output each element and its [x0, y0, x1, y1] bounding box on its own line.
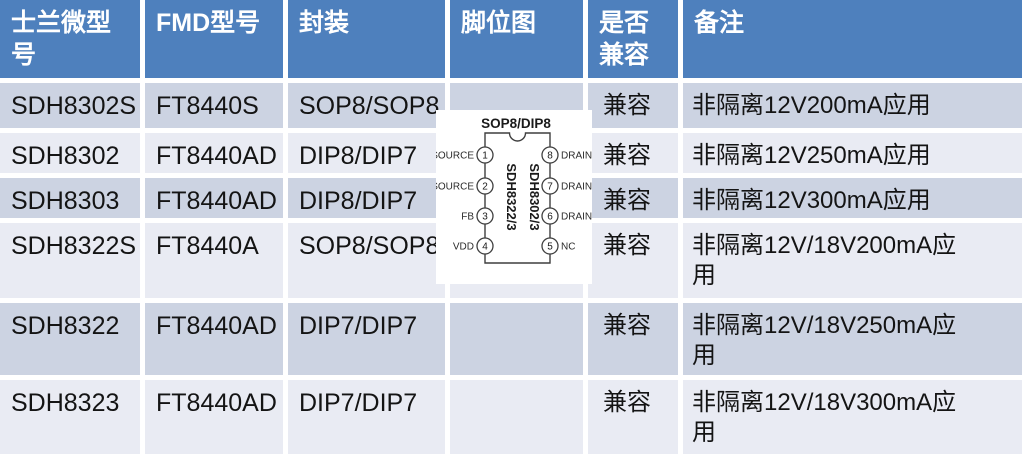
pin-number: 7	[547, 182, 553, 193]
pin-circle-3	[476, 207, 494, 225]
right-pins	[541, 146, 559, 255]
right-pin-numbers: 8 7 6 5	[547, 151, 553, 253]
pin-label: SOURCE	[436, 151, 474, 162]
cell-fmd-model: FT8440AD	[145, 380, 283, 454]
col-header-fmd-model: FMD型号	[145, 0, 283, 78]
cell-package: DIP8/DIP7	[288, 178, 445, 218]
cell-package: DIP8/DIP7	[288, 133, 445, 173]
cell-remark: 非隔离12V/18V250mA应 用	[683, 303, 1022, 375]
left-pin-labels: SOURCE SOURCE FB VDD	[436, 151, 474, 253]
col-header-package: 封装	[288, 0, 445, 78]
cell-fmd-model: FT8440A	[145, 223, 283, 298]
cell-silan-model: SDH8322	[0, 303, 140, 375]
cell-compatible: 兼容	[588, 380, 678, 454]
pin-circle-8	[541, 146, 559, 164]
cell-fmd-model: FT8440S	[145, 83, 283, 128]
left-pins	[476, 146, 494, 255]
cell-package: SOP8/SOP8	[288, 223, 445, 298]
cell-silan-model: SDH8303	[0, 178, 140, 218]
cell-package: SOP8/SOP8	[288, 83, 445, 128]
cell-silan-model: SDH8322S	[0, 223, 140, 298]
part-number-right: SDH8302/3	[527, 163, 542, 230]
pin-label: DRAIN	[561, 212, 592, 223]
cell-remark: 非隔离12V/18V300mA应 用	[683, 380, 1022, 454]
pin-label: NC	[561, 242, 575, 253]
cell-compatible: 兼容	[588, 303, 678, 375]
col-header-compatible: 是否 兼容	[588, 0, 678, 78]
right-pin-labels: DRAIN DRAIN DRAIN NC	[561, 151, 592, 253]
pin-label: FB	[461, 212, 474, 223]
pin-number: 4	[482, 242, 488, 253]
pin-label: DRAIN	[561, 182, 592, 193]
pin-number: 6	[547, 212, 553, 223]
cell-fmd-model: FT8440AD	[145, 303, 283, 375]
pin-number: 8	[547, 151, 553, 162]
col-header-silan-model: 士兰微型 号	[0, 0, 140, 78]
pin-circle-2	[476, 177, 494, 195]
pin-circle-5	[541, 237, 559, 255]
cell-silan-model: SDH8323	[0, 380, 140, 454]
pin-diagram-title: SOP8/DIP8	[481, 116, 551, 131]
cell-silan-model: SDH8302S	[0, 83, 140, 128]
cell-pinmap	[450, 380, 583, 454]
pin-diagram: SOP8/DIP8 SDH8322/3 SDH8302/3 1 2 3 4 SO…	[436, 110, 592, 284]
cell-package: DIP7/DIP7	[288, 380, 445, 454]
pin-number: 5	[547, 242, 553, 253]
cell-compatible: 兼容	[588, 178, 678, 218]
pin-circle-1	[476, 146, 494, 164]
cell-remark: 非隔离12V250mA应用	[683, 133, 1022, 173]
col-header-remark: 备注	[683, 0, 1022, 78]
pin-circle-4	[476, 237, 494, 255]
pin-label: VDD	[453, 242, 474, 253]
pin-diagram-svg: SOP8/DIP8 SDH8322/3 SDH8302/3 1 2 3 4 SO…	[436, 110, 592, 284]
cell-remark: 非隔离12V300mA应用	[683, 178, 1022, 218]
pin-label: DRAIN	[561, 151, 592, 162]
cell-fmd-model: FT8440AD	[145, 178, 283, 218]
col-header-pinmap: 脚位图	[450, 0, 583, 78]
cell-compatible: 兼容	[588, 223, 678, 298]
pin-circle-7	[541, 177, 559, 195]
cell-pinmap	[450, 303, 583, 375]
left-pin-numbers: 1 2 3 4	[482, 151, 488, 253]
part-number-left: SDH8322/3	[504, 163, 519, 230]
pin-number: 1	[482, 151, 488, 162]
cell-fmd-model: FT8440AD	[145, 133, 283, 173]
pin-label: SOURCE	[436, 182, 474, 193]
cell-package: DIP7/DIP7	[288, 303, 445, 375]
pin-number: 3	[482, 212, 488, 223]
cell-remark: 非隔离12V200mA应用	[683, 83, 1022, 128]
cell-compatible: 兼容	[588, 133, 678, 173]
cell-compatible: 兼容	[588, 83, 678, 128]
chip-body-outline	[484, 132, 551, 264]
cell-silan-model: SDH8302	[0, 133, 140, 173]
pin-number: 2	[482, 182, 488, 193]
cell-remark: 非隔离12V/18V200mA应 用	[683, 223, 1022, 298]
pin-circle-6	[541, 207, 559, 225]
